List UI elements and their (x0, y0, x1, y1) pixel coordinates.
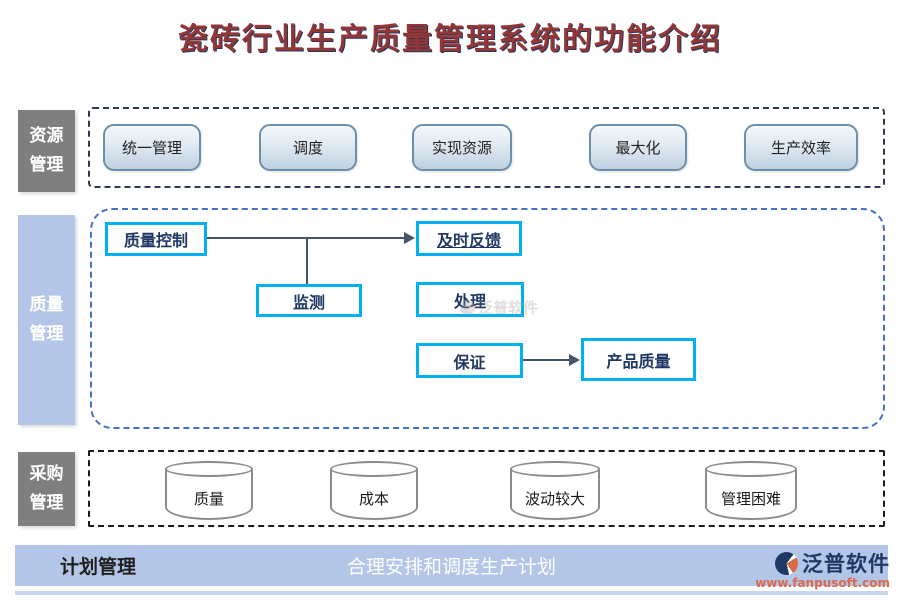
sidebar-label-procurement-line1: 采购 (29, 464, 64, 485)
cylinder-label: 波动较大 (524, 490, 585, 508)
flow-node-quality-control: 质量控制 (105, 222, 207, 256)
quality-section-frame (90, 208, 885, 429)
plan-section-description: 合理安排和调度生产计划 (346, 556, 556, 578)
resource-section-frame (88, 107, 885, 188)
cylinder-management-difficulty: 管理困难 (705, 461, 797, 520)
cylinder-large-fluctuation: 波动较大 (510, 461, 600, 520)
cylinder-cost: 成本 (330, 461, 418, 520)
sidebar-label-resource: 资源 管理 (18, 110, 75, 192)
cylinder-top (705, 461, 797, 477)
cylinder-body (510, 469, 600, 520)
connector-monitoring-branch (306, 239, 308, 284)
flow-node-monitoring: 监测 (256, 284, 362, 317)
sidebar-label-procurement-line2: 管理 (29, 493, 64, 513)
connector-guarantee-to-product-quality (523, 359, 570, 361)
vendor-logo-name: 泛普软件 (802, 552, 890, 576)
vendor-logo: 泛普软件 www.fanpusoft.com (755, 548, 890, 590)
cylinder-body (165, 469, 253, 520)
resource-node-production-efficiency: 生产效率 (744, 124, 858, 171)
cylinder-label: 成本 (358, 490, 389, 508)
sidebar-label-procurement: 采购 管理 (18, 452, 75, 526)
arrowhead-to-timely-feedback (404, 232, 415, 244)
flow-node-guarantee: 保证 (416, 343, 523, 378)
page-title: 瓷砖行业生产质量管理系统的功能介绍 (178, 22, 722, 57)
resource-node-maximize: 最大化 (589, 124, 687, 171)
sidebar-label-quality-line1: 质量 (29, 295, 64, 316)
cylinder-body (330, 469, 418, 520)
bottom-accent-strip (15, 591, 888, 595)
flow-node-handling: 处理 (416, 282, 524, 317)
flow-node-timely-feedback-label: 及时反馈 (436, 230, 501, 250)
cylinder-top (330, 461, 418, 477)
cylinder-body (705, 469, 797, 520)
arrowhead-to-product-quality (569, 354, 580, 366)
sidebar-label-quality-line2: 管理 (29, 324, 64, 344)
procurement-section-frame (88, 450, 885, 527)
resource-node-unified-management: 统一管理 (103, 124, 201, 171)
resource-node-realize-resources: 实现资源 (412, 124, 512, 171)
flow-node-timely-feedback: 及时反馈 (416, 221, 522, 256)
cylinder-label: 管理困难 (720, 490, 781, 508)
cylinder-top (165, 461, 253, 477)
sidebar-label-resource-line2: 管理 (29, 155, 64, 175)
plan-section-label: 计划管理 (60, 556, 137, 578)
sidebar-label-quality: 质量 管理 (18, 215, 75, 425)
connector-quality-control-to-feedback (207, 237, 404, 239)
vendor-logo-icon (775, 551, 798, 575)
resource-node-scheduling: 调度 (259, 124, 357, 171)
plan-section-bar: 计划管理 合理安排和调度生产计划 (15, 545, 888, 586)
flow-node-product-quality: 产品质量 (581, 338, 696, 381)
cylinder-top (510, 461, 600, 477)
cylinder-quality: 质量 (165, 461, 253, 520)
sidebar-label-resource-line1: 资源 (29, 126, 64, 147)
cylinder-label: 质量 (193, 490, 224, 508)
vendor-logo-url: www.fanpusoft.com (755, 576, 890, 590)
